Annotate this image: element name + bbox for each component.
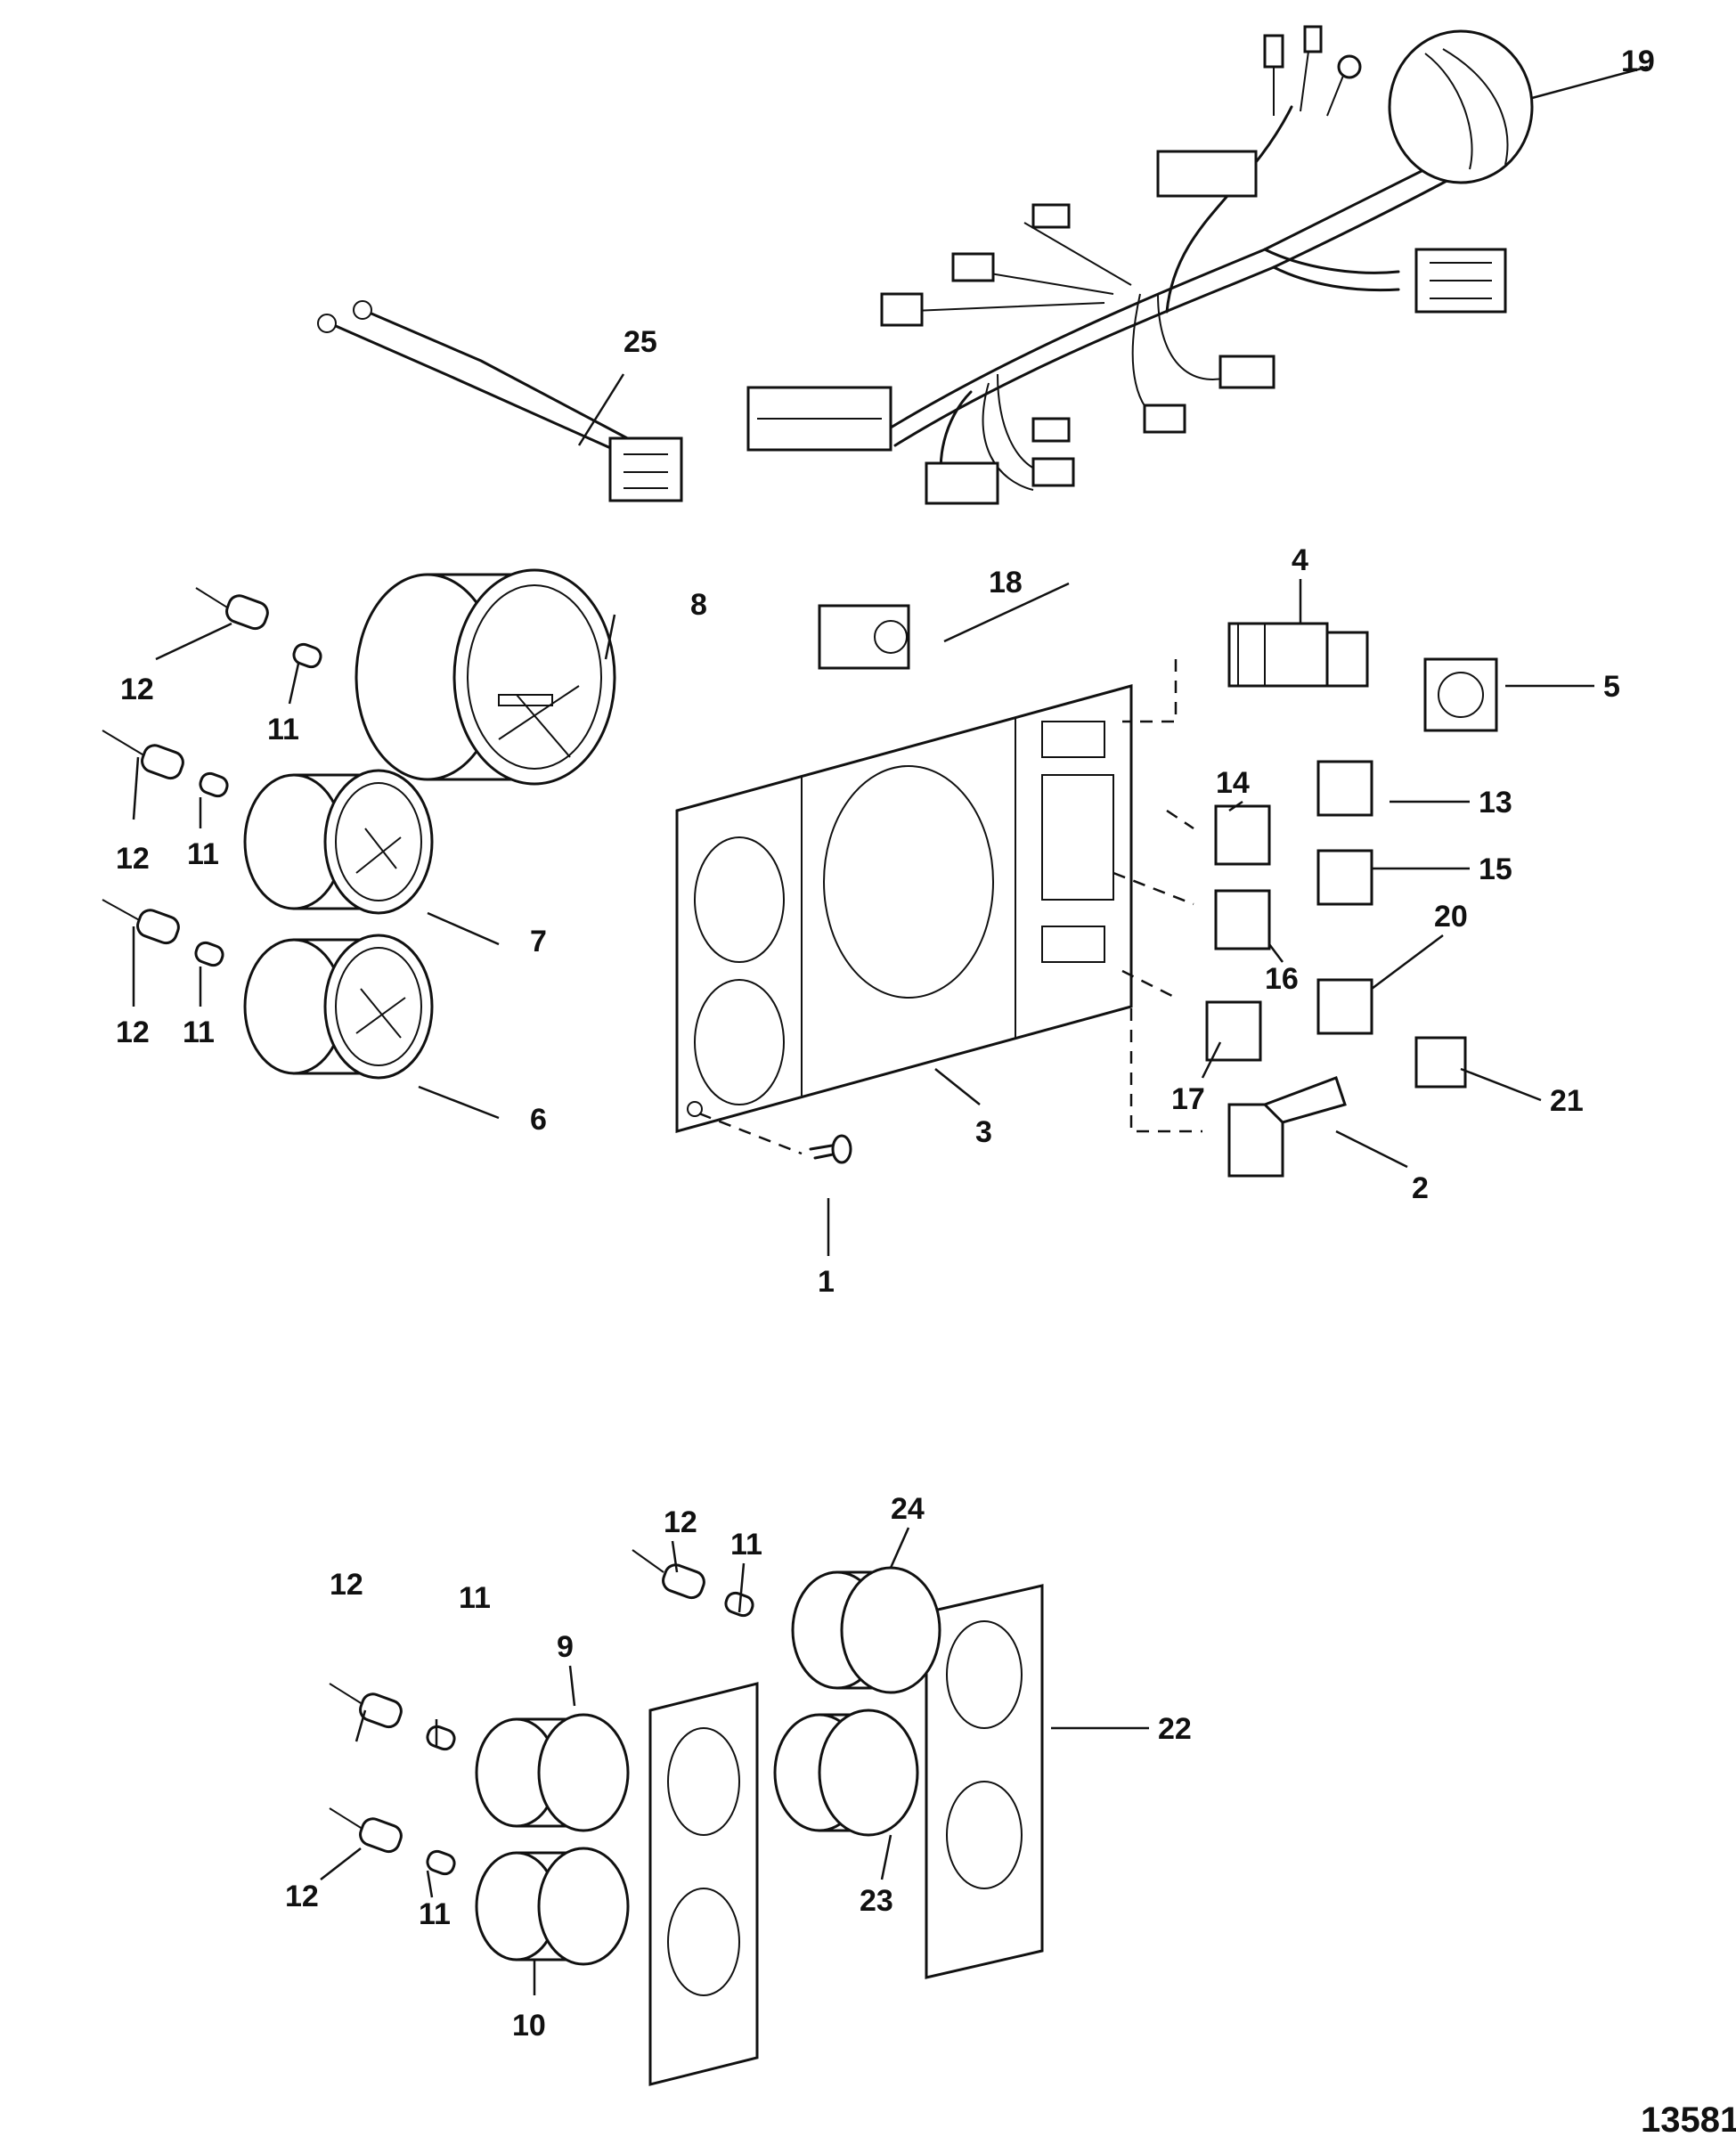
callout-16: 16 [1265,962,1299,996]
switch-13 [1316,760,1373,817]
callout-11: 11 [459,1581,491,1615]
callout-12: 12 [116,842,150,876]
callout-11: 11 [267,713,299,746]
callout-10: 10 [512,2009,546,2043]
callout-12: 12 [664,1505,697,1539]
callout-11: 11 [183,1015,215,1049]
ignition-switch [1227,622,1329,688]
callout-1: 1 [818,1265,835,1299]
callout-7: 7 [530,925,547,958]
wire-pigtail [317,300,683,502]
harness-connector-top [1156,150,1258,198]
callout-24: 24 [891,1492,925,1526]
lower-gauges [475,1566,941,1966]
switch-14 [1214,804,1271,866]
callout-13: 13 [1479,786,1512,820]
callout-21: 21 [1550,1084,1584,1118]
callout-labels: 1 2 3 4 5 6 7 8 9 10 11 12 11 12 11 12 1… [116,45,1655,2043]
callout-6: 6 [530,1103,547,1137]
callout-17: 17 [1171,1082,1205,1116]
callout-9: 9 [557,1630,574,1664]
gauge-6 [243,934,434,1080]
lower-panels [648,1584,1044,2086]
harness-boot [1388,29,1534,184]
callout-8: 8 [690,588,707,622]
callout-5: 5 [1603,670,1620,704]
callout-15: 15 [1479,852,1512,886]
accessory-panel-left [648,1682,759,2086]
assembly-lines [698,659,1202,1155]
callout-18: 18 [989,566,1023,599]
callout-12: 12 [330,1568,363,1602]
switches [1205,622,1498,1178]
callout-25: 25 [623,325,657,359]
lens-21 [1414,1036,1467,1089]
callout-11: 11 [187,837,219,871]
switch-16 [1214,889,1271,950]
relay [818,604,910,670]
boot-5 [1423,657,1498,732]
callout-22: 22 [1158,1712,1192,1746]
callout-12: 12 [285,1880,319,1913]
callout-11: 11 [730,1528,762,1562]
callout-11: 11 [419,1897,451,1931]
toggle-switch-2 [1227,1103,1284,1178]
screw [809,1134,852,1164]
tachometer [355,568,616,786]
callout-3: 3 [975,1115,992,1149]
callout-14: 14 [1216,766,1250,800]
switch-15 [1316,849,1373,906]
hourmeter-23 [818,1709,919,1837]
switch-20 [1316,978,1373,1035]
pigtail-connector [608,436,683,502]
leader-lines [132,65,1649,1995]
sockets-bulbs-lower [329,1549,754,1876]
callout-12: 12 [116,1015,150,1049]
wiring-harness [746,25,1534,505]
callout-20: 20 [1434,900,1468,934]
callout-4: 4 [1292,543,1308,577]
callout-12: 12 [120,673,154,706]
callout-2: 2 [1412,1171,1429,1205]
sockets-bulbs-upper [102,587,322,967]
gauge-24 [840,1566,941,1694]
figure-id: 13581 [1641,2100,1736,2140]
callout-23: 23 [860,1884,893,1918]
gauge-7 [243,769,434,915]
instrument-panel [675,684,1133,1133]
callout-19: 19 [1621,45,1655,78]
